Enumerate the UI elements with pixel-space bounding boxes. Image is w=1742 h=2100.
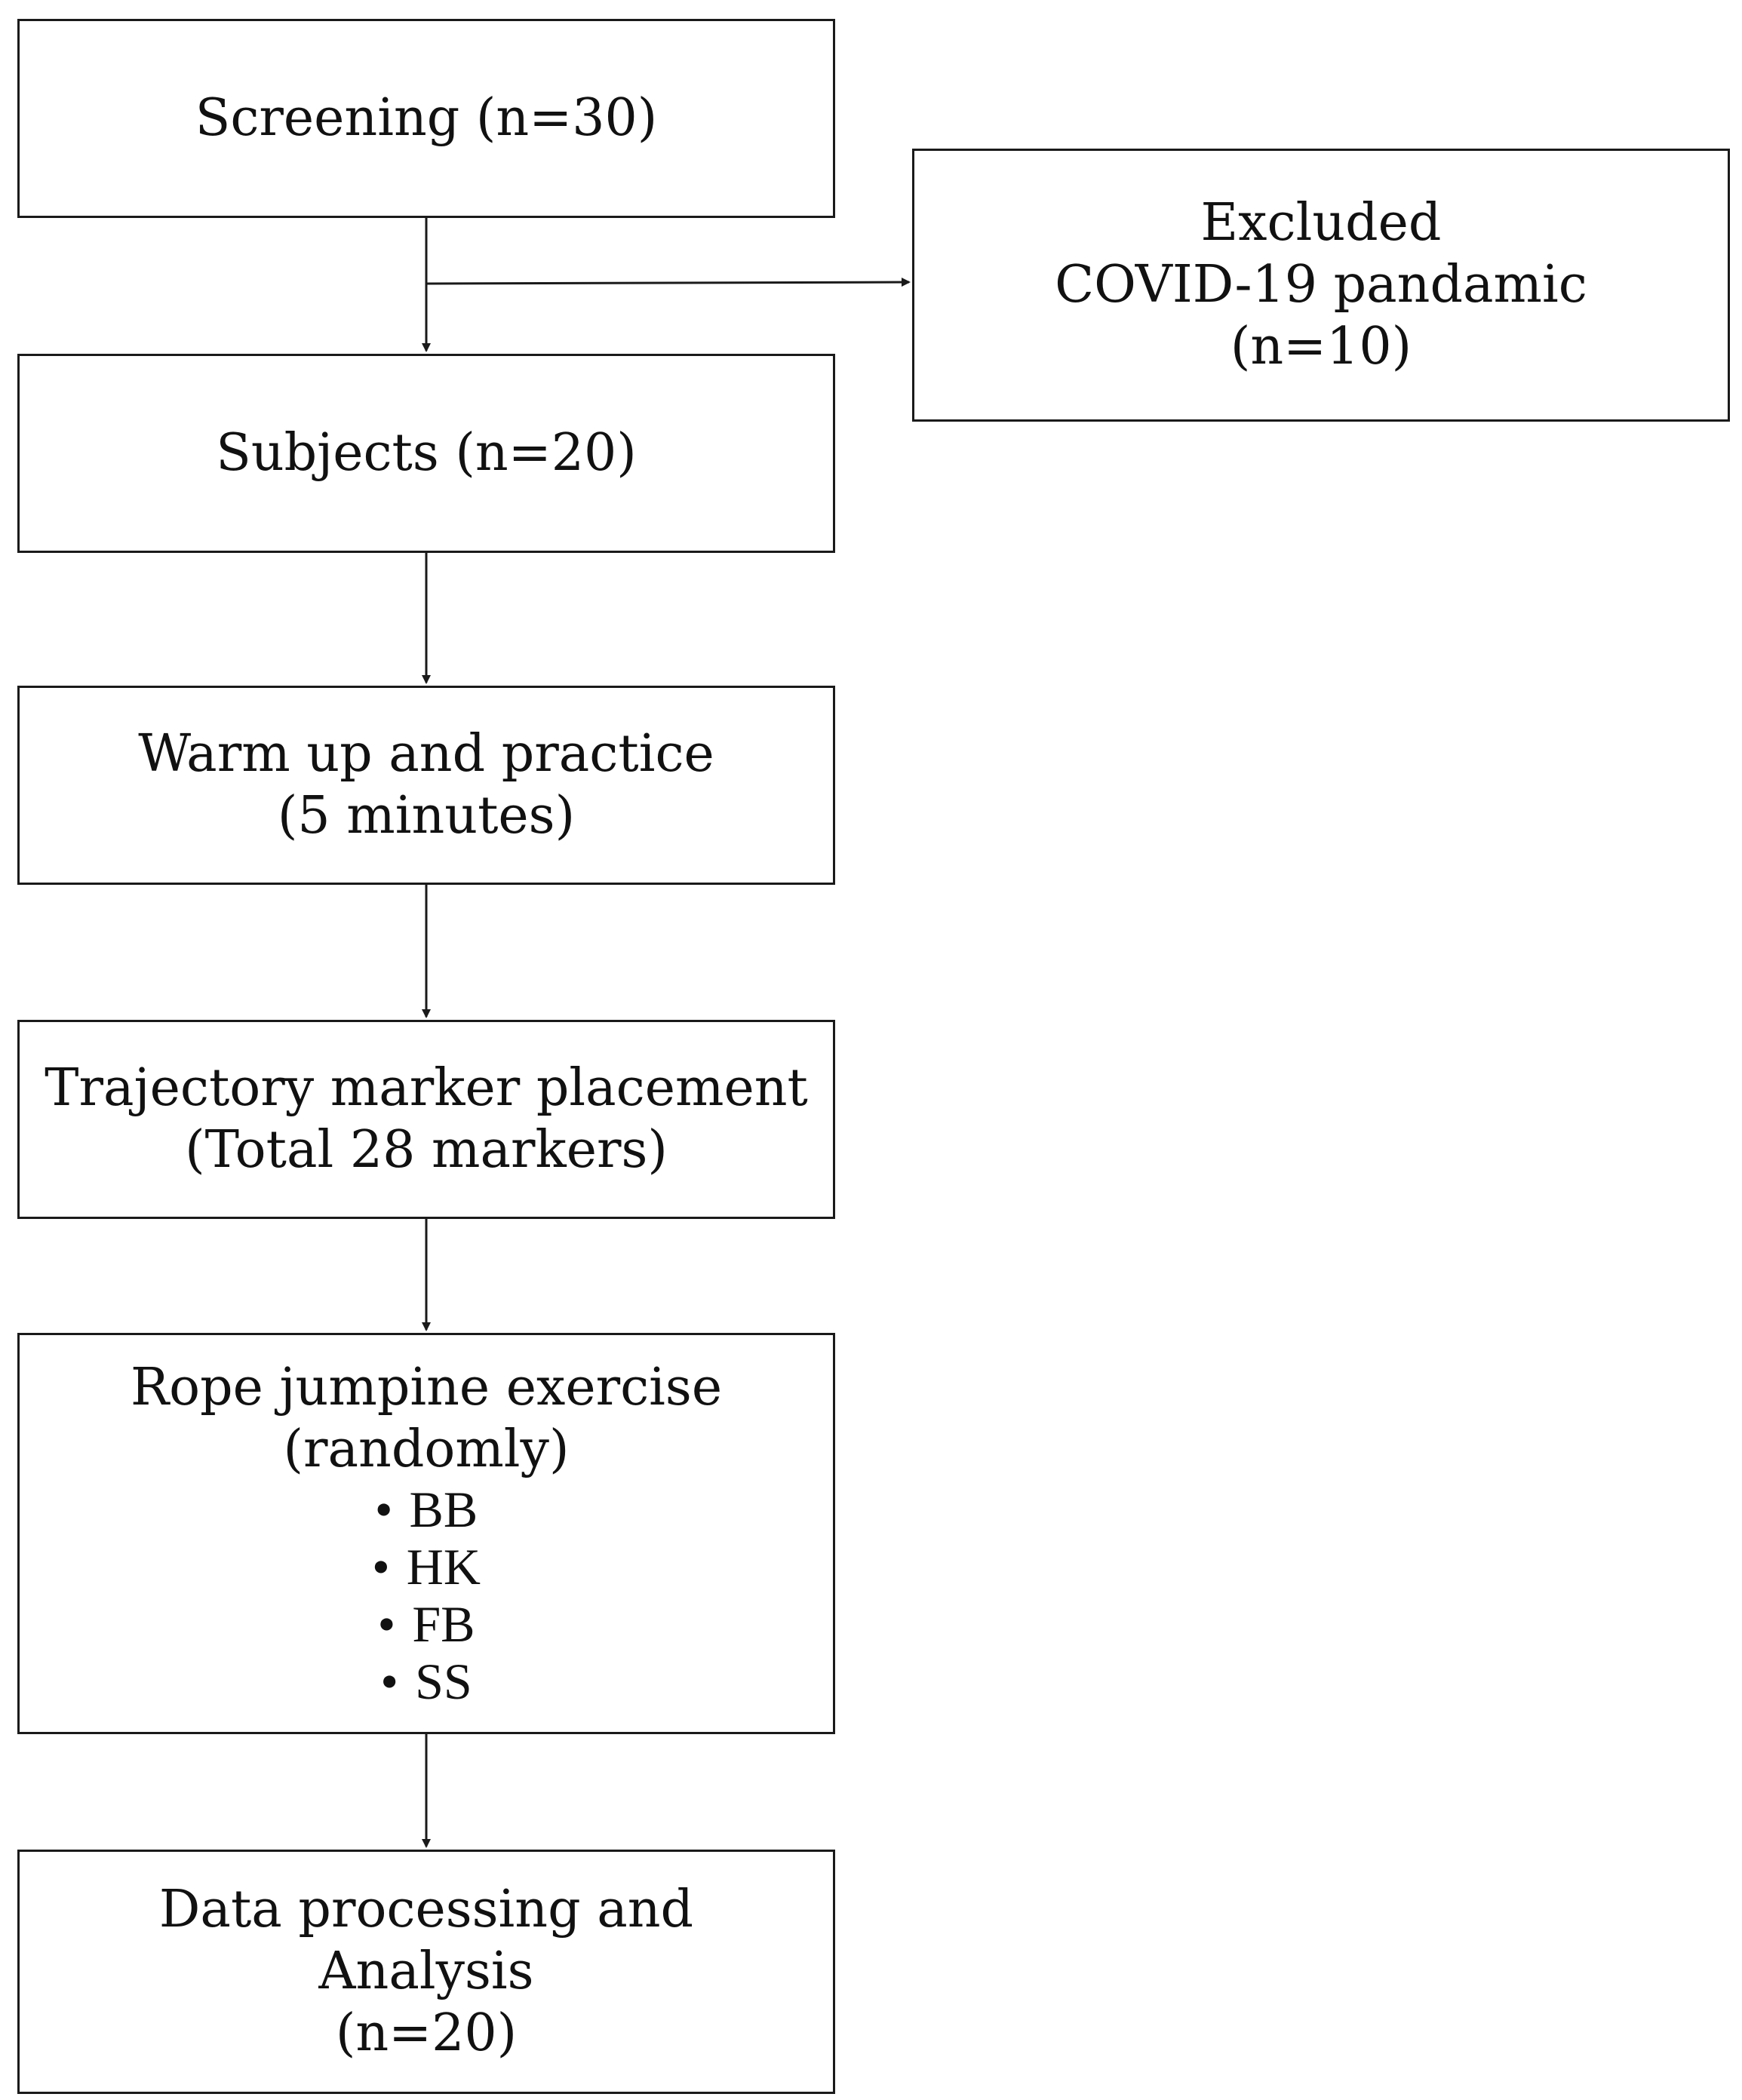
marker-placement-box: Trajectory marker placement (Total 28 ma… <box>17 1020 835 1219</box>
rope-exercise-item-label: HK <box>406 1538 481 1595</box>
subjects-label: Subjects (n=20) <box>216 423 637 483</box>
marker-title: Trajectory marker placement <box>45 1058 808 1118</box>
subjects-box: Subjects (n=20) <box>17 354 835 553</box>
analysis-subtitle: Analysis <box>318 1942 534 2001</box>
rope-exercise-box: Rope jumpine exercise (randomly) •BB •HK… <box>17 1333 835 1734</box>
rope-exercise-item: • BB <box>375 1481 478 1538</box>
rope-exercise-item: • SS <box>380 1653 472 1710</box>
screening-label: Screening (n=30) <box>195 88 658 148</box>
rope-subtitle: (randomly) <box>283 1420 570 1479</box>
rope-exercise-list: •BB •HK •FB •SS <box>372 1481 481 1710</box>
bullet-icon: • <box>371 1538 390 1595</box>
rope-exercise-item: • HK <box>372 1538 481 1595</box>
analysis-title: Data processing and <box>158 1880 694 1939</box>
bullet-icon: • <box>380 1653 399 1710</box>
screening-box: Screening (n=30) <box>17 19 835 218</box>
excluded-count: (n=10) <box>1230 317 1412 376</box>
marker-count: (Total 28 markers) <box>185 1120 668 1180</box>
warmup-duration: (5 minutes) <box>277 786 576 846</box>
rope-exercise-item-label: FB <box>412 1595 475 1653</box>
rope-exercise-item: • FB <box>378 1595 475 1653</box>
excluded-title: Excluded <box>1200 193 1442 253</box>
warmup-title: Warm up and practice <box>138 724 714 784</box>
arrow-to-excluded <box>426 278 911 287</box>
analysis-box: Data processing and Analysis (n=20) <box>17 1850 835 2094</box>
bullet-icon: • <box>377 1595 396 1653</box>
warmup-box: Warm up and practice (5 minutes) <box>17 686 835 885</box>
excluded-reason: COVID-19 pandamic <box>1055 255 1587 315</box>
bullet-icon: • <box>374 1481 393 1538</box>
rope-exercise-item-label: BB <box>409 1481 478 1538</box>
rope-title: Rope jumpine exercise <box>130 1358 723 1417</box>
analysis-count: (n=20) <box>335 2003 518 2063</box>
rope-exercise-item-label: SS <box>415 1653 472 1710</box>
excluded-box: Excluded COVID-19 pandamic (n=10) <box>912 149 1730 422</box>
